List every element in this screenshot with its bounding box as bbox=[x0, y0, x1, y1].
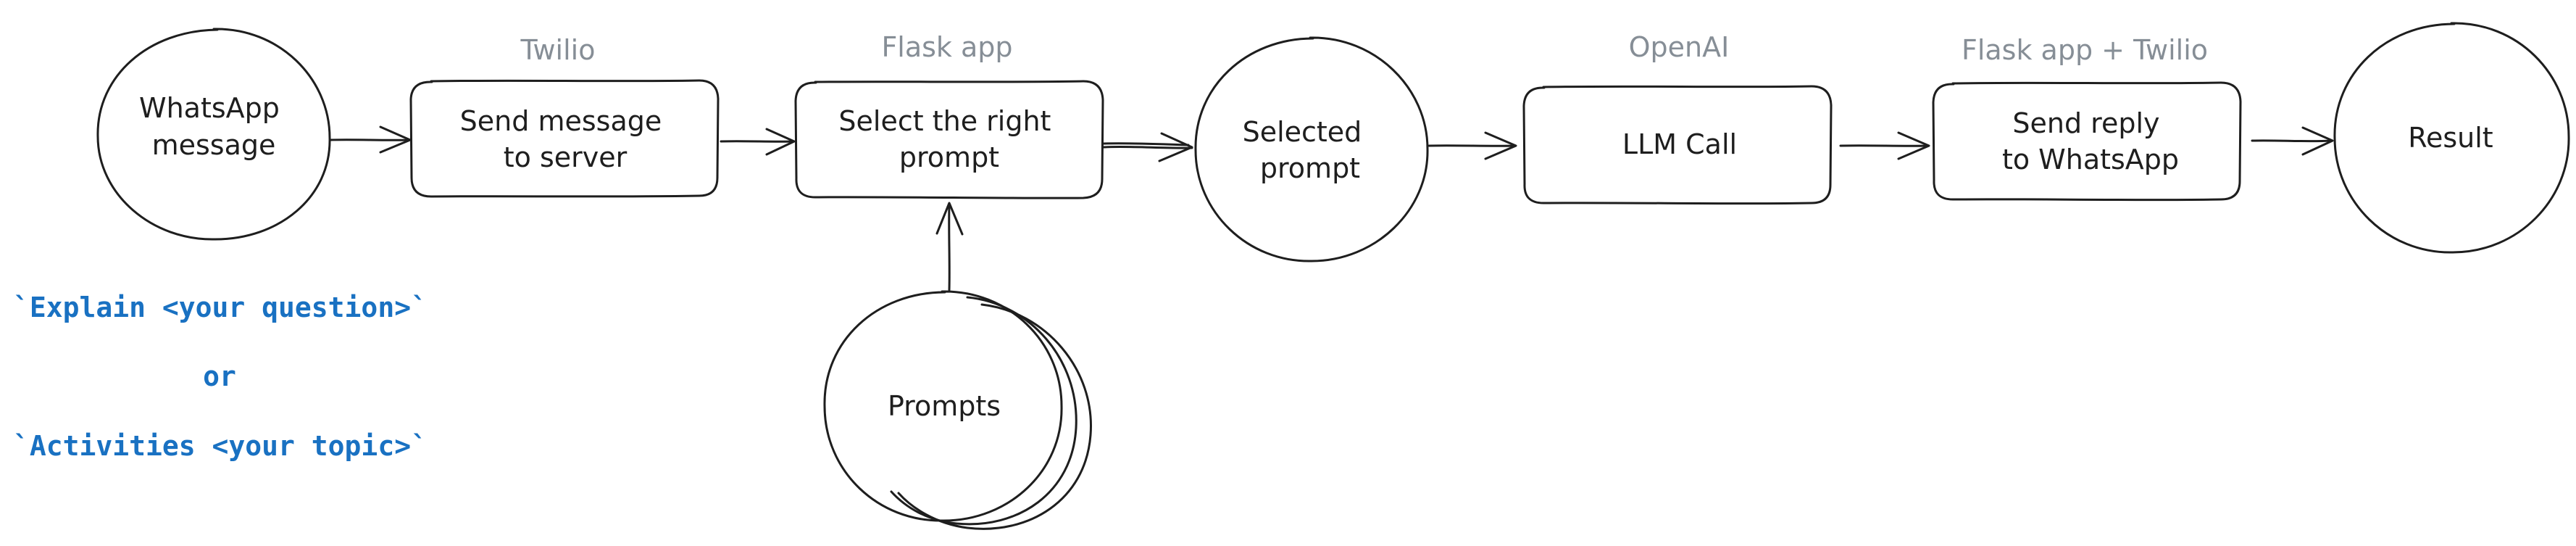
prompts-front-shape bbox=[823, 290, 1063, 522]
svg-text:Send message to server: Send message to server bbox=[460, 105, 671, 173]
arrow-prompts-to-select bbox=[935, 202, 964, 291]
whatsapp-message-line-1: WhatsApp bbox=[139, 92, 280, 124]
svg-text:Send reply to WhatsApp: Send reply to WhatsApp bbox=[2002, 107, 2179, 175]
select-prompt-line-1: Select the right bbox=[838, 105, 1051, 137]
select-prompt-line-2: prompt bbox=[899, 141, 999, 173]
node-send-message: Send message to server bbox=[409, 79, 720, 198]
send-reply-line-2: to WhatsApp bbox=[2002, 144, 2179, 175]
svg-text:Selected prompt: Selected prompt bbox=[1243, 116, 1371, 184]
whatsapp-message-line-2: message bbox=[152, 129, 276, 161]
caption-twilio: Twilio bbox=[520, 34, 596, 66]
node-result: Result bbox=[2333, 22, 2570, 254]
result-shape bbox=[2333, 22, 2570, 254]
send-reply-line-1: Send reply bbox=[2012, 107, 2159, 139]
selected-prompt-line-1: Selected bbox=[1243, 116, 1362, 148]
svg-text:Select the right prompt: Select the right prompt bbox=[838, 105, 1059, 173]
whatsapp-message-shape bbox=[96, 28, 331, 241]
selected-prompt-line-2: prompt bbox=[1260, 152, 1360, 184]
caption-flask-twilio: Flask app + Twilio bbox=[1962, 34, 2208, 66]
send-message-shape bbox=[409, 79, 720, 198]
node-selected-prompt: Selected prompt bbox=[1194, 36, 1429, 262]
command-explain: `Explain <your question>` bbox=[13, 291, 428, 323]
result-label: Result bbox=[2408, 122, 2493, 154]
command-or: or bbox=[203, 360, 236, 392]
command-activities: `Activities <your topic>` bbox=[13, 430, 428, 462]
node-send-reply: Send reply to WhatsApp bbox=[1932, 81, 2242, 202]
send-message-line-2: to server bbox=[504, 141, 628, 173]
send-message-line-1: Send message bbox=[460, 105, 662, 137]
arrow-selected-to-llm bbox=[1427, 131, 1517, 160]
select-prompt-shape bbox=[794, 80, 1104, 199]
node-select-prompt: Select the right prompt bbox=[794, 80, 1104, 199]
prompts-back-shape-1 bbox=[890, 296, 1077, 526]
node-prompts: Prompts bbox=[823, 290, 1092, 530]
arrow-send-to-select bbox=[720, 128, 796, 156]
prompts-label: Prompts bbox=[888, 390, 1001, 422]
node-llm-call: LLM Call bbox=[1522, 85, 1833, 205]
llm-call-label: LLM Call bbox=[1622, 128, 1737, 160]
arrow-llm-to-reply bbox=[1839, 131, 1930, 160]
llm-call-shape bbox=[1522, 85, 1833, 205]
node-whatsapp-message: WhatsApp message bbox=[96, 28, 331, 241]
arrow-select-to-selected bbox=[1102, 132, 1193, 162]
svg-text:WhatsApp message: WhatsApp message bbox=[139, 92, 288, 161]
selected-prompt-shape bbox=[1194, 36, 1429, 262]
caption-openai: OpenAI bbox=[1629, 31, 1730, 63]
arrow-whatsapp-to-send bbox=[329, 125, 412, 154]
arrow-reply-to-result bbox=[2251, 126, 2334, 156]
caption-flask-app: Flask app bbox=[881, 31, 1012, 63]
send-reply-shape bbox=[1932, 81, 2242, 202]
